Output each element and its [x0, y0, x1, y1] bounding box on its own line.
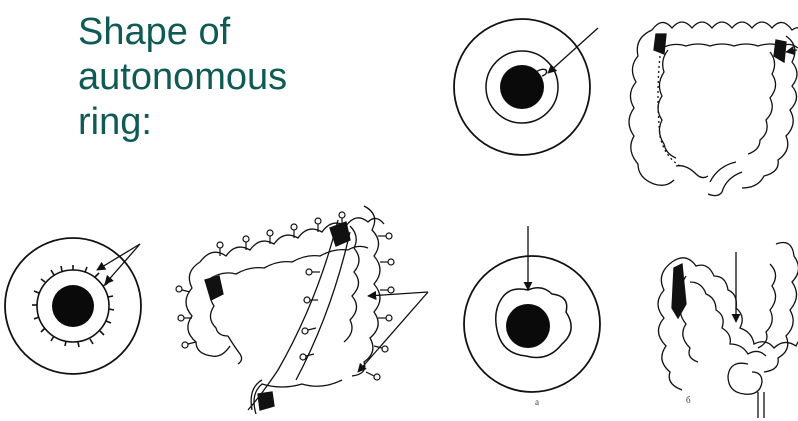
panel-caption-b: б — [686, 395, 691, 405]
colon-illustration-bottom-right — [658, 243, 798, 419]
cross-section-spiky-ring — [5, 238, 141, 374]
colon-illustration-top-right — [629, 22, 798, 196]
panel-caption-a: а — [535, 397, 539, 407]
cross-section-single-arrow — [454, 19, 598, 155]
colon-illustration-bottom-left — [176, 206, 428, 414]
cross-section-irregular-lumen — [464, 226, 600, 392]
